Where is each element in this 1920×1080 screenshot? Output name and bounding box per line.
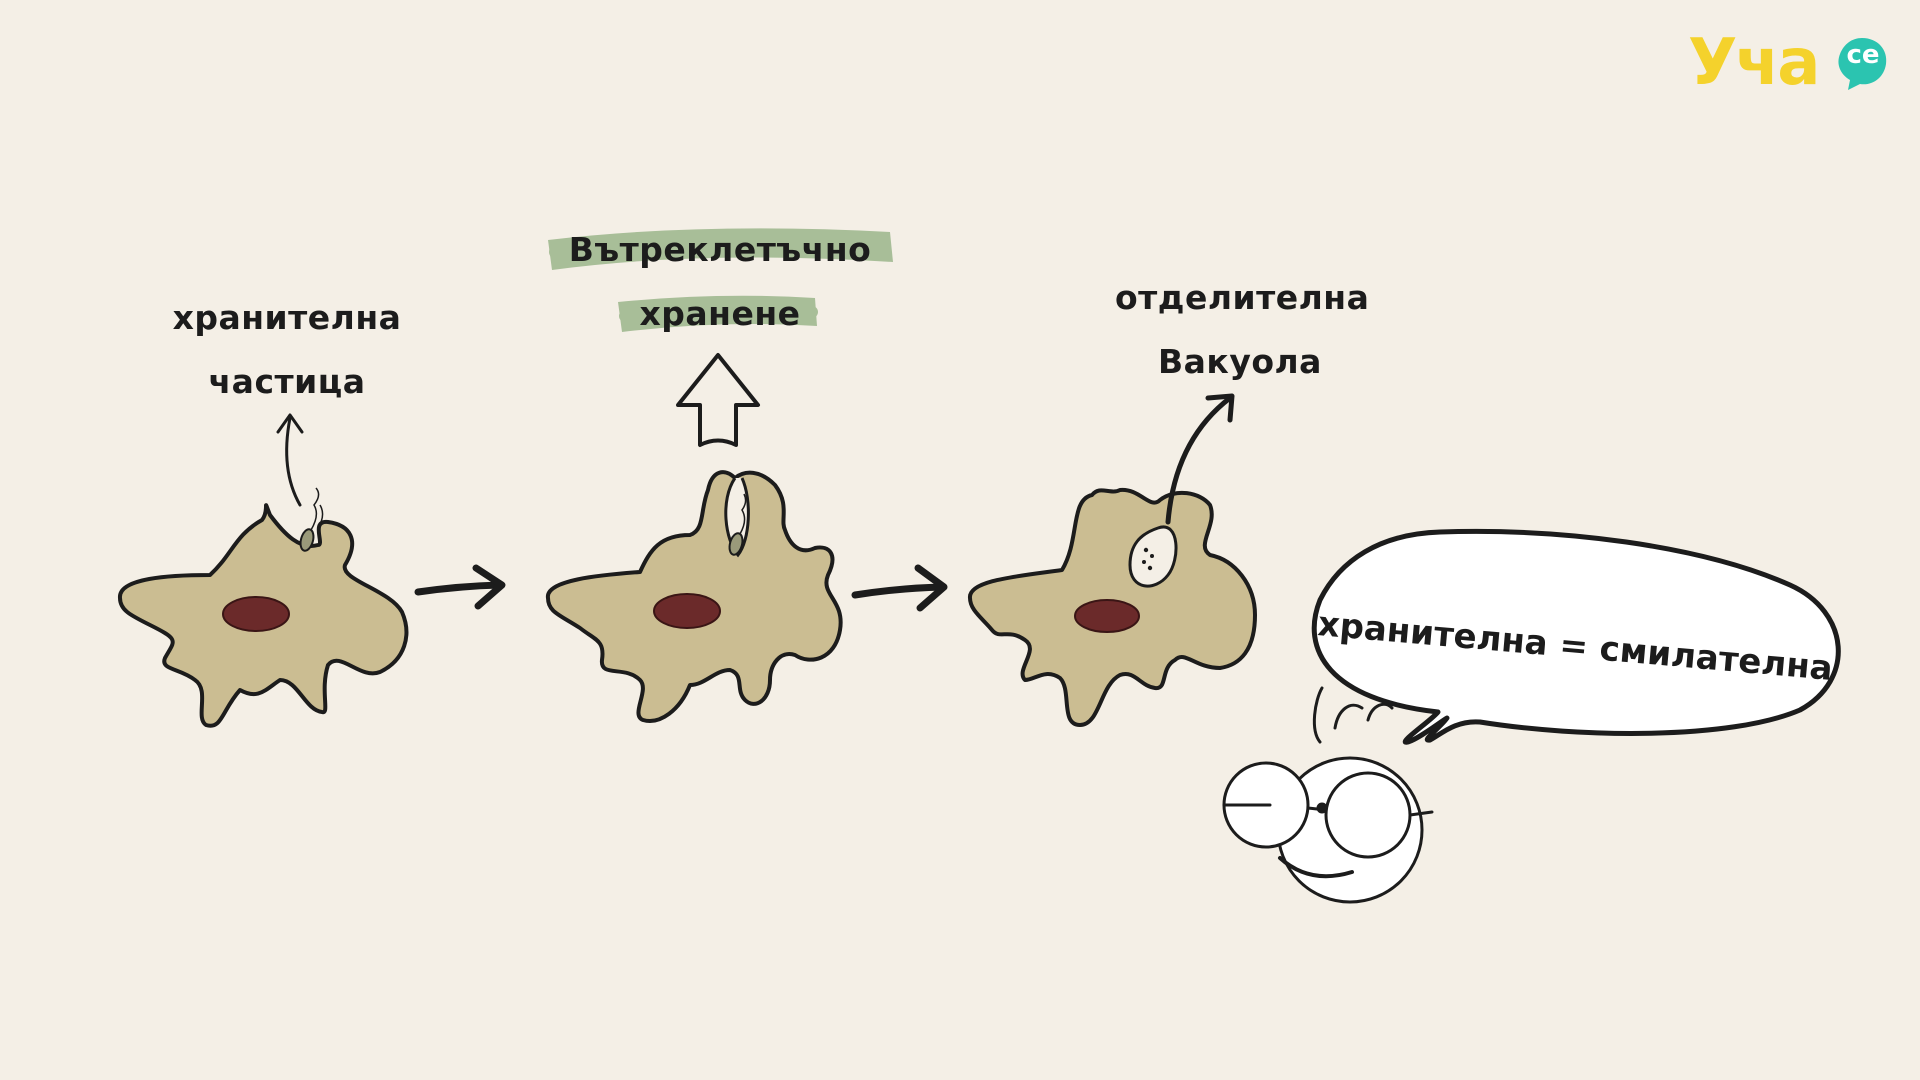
nucleus-2 xyxy=(653,593,721,629)
nucleus-1 xyxy=(222,596,290,632)
logo-suffix: се xyxy=(1846,40,1880,70)
hollow-up-arrow xyxy=(676,353,760,447)
logo: Уча се xyxy=(1688,22,1898,112)
speech-bubble xyxy=(1311,528,1841,745)
intracellular-label-line2: хранене xyxy=(639,294,801,333)
logo-text: Уча xyxy=(1688,26,1820,100)
amoeba-2 xyxy=(546,353,843,723)
food-particle-label-line1: хранителна xyxy=(172,298,402,337)
arrow-to-vacuole-label xyxy=(1165,395,1233,525)
character-smile xyxy=(1278,856,1354,879)
logo-bubble-icon xyxy=(1838,38,1887,90)
food-particle-1 xyxy=(299,528,315,552)
process-arrow-1 xyxy=(414,564,506,610)
intracellular-label-line1: Вътреклетъчно xyxy=(568,230,872,269)
character xyxy=(1222,686,1434,904)
nucleus-3 xyxy=(1074,599,1140,633)
food-particle-label-line2: частица xyxy=(208,362,366,401)
arrow-to-food-label xyxy=(285,416,302,507)
glasses-right xyxy=(1324,771,1412,859)
highlight-marker xyxy=(548,228,893,332)
excretory-label-line1: отделителна xyxy=(1115,278,1370,317)
excretory-label-line2: Вакуола xyxy=(1158,342,1322,381)
process-arrow-2 xyxy=(851,564,948,612)
amoeba-3 xyxy=(968,393,1257,727)
food-particle-2 xyxy=(728,532,744,556)
amoeba-1 xyxy=(118,413,409,728)
